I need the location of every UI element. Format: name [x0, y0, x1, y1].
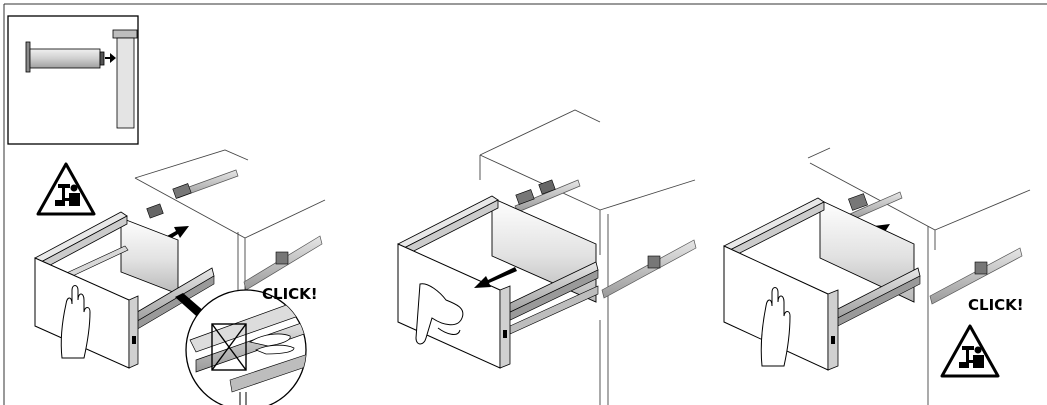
click-label-left: CLICK! — [262, 285, 318, 303]
step-1-push-drawer: CLICK! — [34, 149, 326, 405]
step-2-pull-drawer — [397, 109, 697, 405]
drawer-3 — [723, 197, 921, 371]
arrow-push-icon — [167, 226, 189, 239]
crossed-box-icon — [211, 323, 247, 371]
warning-triangle-person-hammer-icon — [36, 162, 96, 216]
hand-icon — [415, 283, 464, 345]
page-frame — [3, 3, 1047, 405]
inset-detail-box — [7, 15, 139, 145]
step-3-push-drawer: CLICK! — [723, 147, 1031, 405]
detail-circle-icon — [185, 289, 307, 405]
arrow-pull-icon — [474, 267, 517, 288]
inset-arrow-icon — [105, 53, 116, 63]
hand-icon — [760, 287, 791, 367]
back-rail — [146, 169, 239, 219]
hand-icon — [60, 285, 91, 359]
warning-triangle-person-hammer-icon — [940, 324, 1000, 378]
drawer-2 — [397, 195, 599, 369]
click-label-right: CLICK! — [968, 296, 1024, 314]
